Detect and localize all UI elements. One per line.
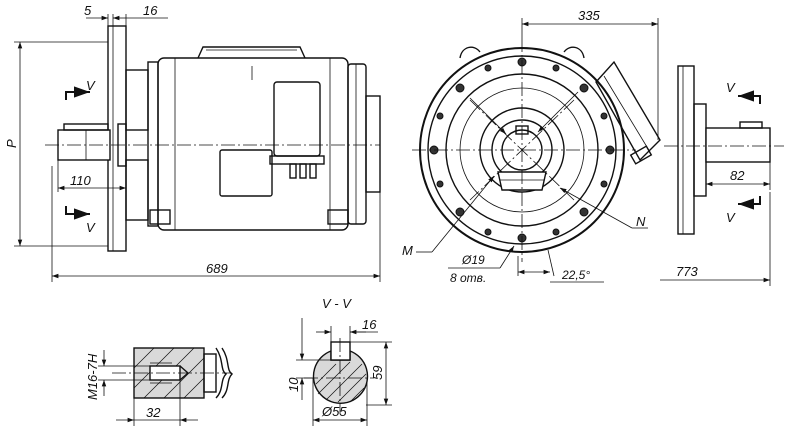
shaft-cross-section: [312, 349, 369, 404]
section-marker-v2: V: [86, 220, 96, 235]
dim-key-depth: 10: [286, 377, 301, 392]
section-marker-v3: V: [726, 80, 736, 95]
dim-shaft-height: 59: [370, 366, 385, 380]
dim-thread-depth: 32: [146, 405, 161, 420]
dim-overall-length: 689: [206, 261, 228, 276]
nameplate: [219, 149, 273, 197]
dim-flange-offset: 16: [143, 3, 158, 18]
bolt-holes: [429, 57, 615, 243]
right-view: V V 82 773: [660, 65, 784, 286]
dim-front-width: 335: [578, 8, 600, 23]
lifting-eye: [197, 46, 306, 59]
dim-hole-diameter: Ø19: [461, 253, 485, 267]
front-view: 335 M N Ø19 8 отв. 22,5°: [402, 8, 661, 285]
mark-m: M: [402, 243, 413, 258]
dim-thread-size: M16-7H: [85, 353, 100, 400]
thread-detail: M16-7H 32: [85, 347, 234, 426]
dim-shaft-length: 110: [70, 173, 91, 188]
section-title: V - V: [322, 296, 352, 311]
section-marker-v4: V: [726, 210, 736, 225]
dim-height-p: P: [4, 139, 19, 148]
dim-side-length: 773: [676, 264, 698, 279]
dim-shaft-diameter: Ø55: [321, 404, 347, 419]
dim-side-shaft: 82: [730, 168, 745, 183]
dim-key-width: 16: [362, 317, 377, 332]
front-terminal-box: [595, 60, 661, 162]
dim-hole-count: 8 отв.: [450, 271, 486, 285]
mark-n: N: [636, 214, 646, 229]
section-v-v: V - V 16 10 59 Ø55: [286, 296, 392, 426]
right-flange: [677, 65, 695, 235]
side-view: V V 5 16 P 110 689: [4, 3, 381, 282]
keyway: [330, 341, 351, 361]
right-shaft: [705, 127, 771, 163]
dim-flange-thickness: 5: [84, 3, 92, 18]
section-marker-v1: V: [86, 78, 96, 93]
dim-angle: 22,5°: [561, 268, 590, 282]
